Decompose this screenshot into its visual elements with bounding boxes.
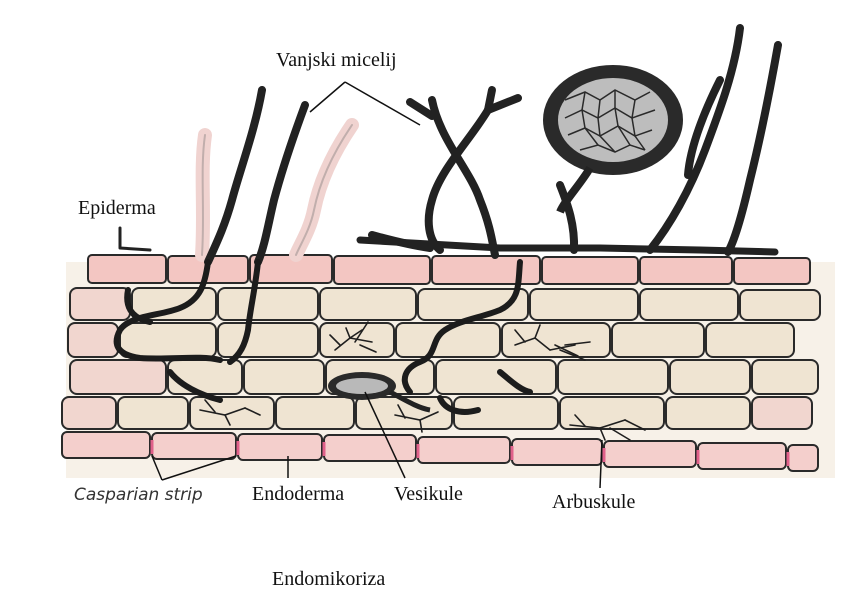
cortex-cell [558, 360, 668, 394]
dark-hypha [488, 90, 492, 110]
dark-hypha [429, 110, 488, 250]
diagram-title: Endomikoriza [272, 568, 385, 590]
label-vesikule: Vesikule [394, 483, 463, 505]
epidermis-cell [432, 256, 540, 284]
epidermis-cell [542, 257, 638, 284]
cortex-cell [68, 323, 118, 357]
leader-vanjski-micelij-left [310, 82, 345, 112]
cortex-cell [502, 323, 610, 357]
endodermis-cell [512, 439, 602, 465]
cortex-cell [666, 397, 750, 429]
cortex-cell [740, 290, 820, 320]
endodermis-cell [698, 443, 786, 469]
endodermis-cell [324, 435, 416, 461]
cortex-cell [752, 397, 812, 429]
endodermis-cell [418, 437, 510, 463]
cortex-cell [168, 360, 242, 394]
root-tissue [62, 255, 835, 478]
cortex-cell [640, 289, 738, 320]
cortex-cell [120, 323, 216, 357]
epidermis-layer [88, 255, 810, 284]
epidermis-pointer [120, 228, 150, 250]
label-endoderma: Endoderma [252, 483, 344, 505]
cortex-cell [70, 288, 130, 320]
cortex-cell [436, 360, 556, 394]
label-epiderma: Epiderma [78, 197, 156, 219]
endodermis-cell [238, 434, 322, 460]
epidermis-cell [334, 256, 430, 284]
label-vanjski-micelij: Vanjski micelij [276, 49, 397, 71]
endodermis-cell [62, 432, 150, 458]
endodermis-cell [152, 433, 236, 459]
endodermis-cell [604, 441, 696, 467]
epidermis-cell [88, 255, 166, 283]
label-arbuskule: Arbuskule [552, 491, 635, 513]
cortex-cell [62, 397, 116, 429]
cortex-cell [70, 360, 166, 394]
cortex-cell [612, 323, 704, 357]
cortex-cell [320, 288, 416, 320]
cortex-cell [118, 397, 188, 429]
dark-hypha [728, 45, 778, 252]
cortex-cell [218, 288, 318, 320]
cortex-cell [752, 360, 818, 394]
endodermis-cell [788, 445, 818, 471]
dark-hypha [208, 90, 262, 262]
cortex-cell [276, 397, 354, 429]
label-casparian-strip: Casparian strip [74, 485, 203, 505]
dark-hypha [410, 102, 432, 116]
cortex-cell [670, 360, 750, 394]
cortex-cell [706, 323, 794, 357]
cortex-cell [244, 360, 324, 394]
cortex-cell [530, 289, 638, 320]
epidermis-cell [734, 258, 810, 284]
epidermis-cell [640, 257, 732, 284]
vesicle-inner [336, 378, 388, 394]
cortex-cell [218, 323, 318, 357]
